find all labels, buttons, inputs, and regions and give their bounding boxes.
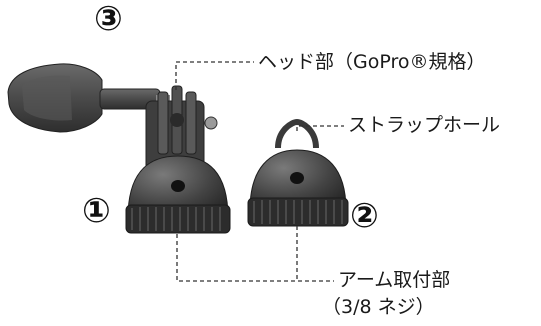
dome-base-one bbox=[125, 155, 231, 234]
leader-lines bbox=[175, 61, 344, 282]
arm-leader-line bbox=[176, 234, 334, 282]
marker-one: ① bbox=[82, 191, 111, 231]
head-leader-line bbox=[175, 61, 254, 90]
thumbscrew-part bbox=[7, 63, 170, 133]
dome-base-two bbox=[247, 118, 349, 227]
arm-mount-sub-label: （3/8 ネジ） bbox=[322, 296, 435, 318]
strap-hole-label: ストラップホール bbox=[348, 114, 501, 136]
marker-three: ③ bbox=[94, 0, 123, 39]
marker-two: ② bbox=[350, 196, 379, 236]
head-label: ヘッド部（GoPro®規格） bbox=[258, 51, 486, 73]
strap-leader-line bbox=[296, 125, 344, 131]
arm-mount-label: アーム取付部 bbox=[338, 269, 451, 291]
